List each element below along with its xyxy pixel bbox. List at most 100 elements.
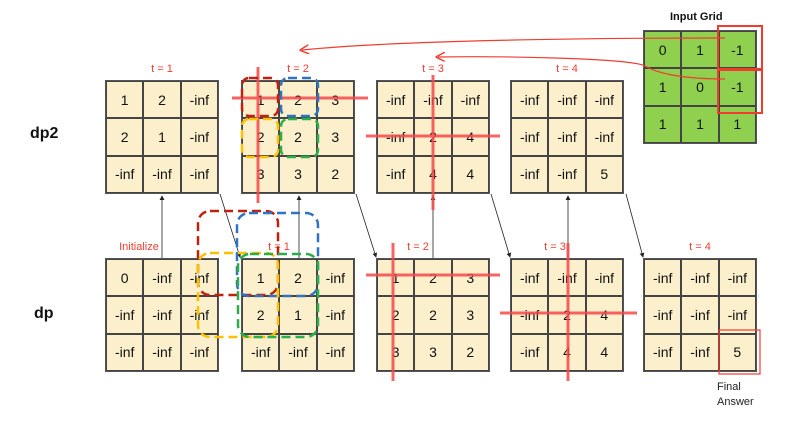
grid-cell: 2: [279, 118, 317, 156]
grid-cell: 1: [718, 105, 756, 143]
grid-cell: -inf: [143, 259, 181, 297]
grid-cell: 0: [681, 68, 719, 106]
grid-cell: -inf: [106, 155, 144, 193]
grid-cell: -inf: [143, 155, 181, 193]
grid-cell: 5: [718, 333, 756, 371]
grid-cell: 2: [242, 296, 280, 334]
grid-cell: -inf: [316, 259, 354, 297]
grid-cell: 3: [377, 333, 415, 371]
grid-cell: 4: [548, 333, 586, 371]
final-answer-note: Final Answer: [717, 380, 754, 410]
grid-cell: -inf: [180, 155, 218, 193]
input-grid-title: Input Grid: [670, 11, 723, 23]
grid-cell: 2: [316, 155, 354, 193]
grid-cell: -inf: [316, 296, 354, 334]
grid-cell: 2: [143, 81, 181, 119]
grid-cell: -inf: [180, 333, 218, 371]
grid-cell: -inf: [511, 333, 549, 371]
grid-cell: -inf: [180, 118, 218, 156]
grid-cell: 4: [451, 118, 489, 156]
grid-cell: -inf: [451, 81, 489, 119]
step-label: t = 4: [689, 241, 711, 253]
grid-cell: -inf: [548, 81, 586, 119]
grid-cell: -inf: [718, 259, 756, 297]
grid-cell: 1: [644, 68, 682, 106]
grid-cell: -inf: [585, 118, 623, 156]
grid-cell: -inf: [377, 81, 415, 119]
grid-cell: -inf: [180, 81, 218, 119]
grid-cell: -inf: [644, 333, 682, 371]
grid-cell: 1: [143, 118, 181, 156]
step-label: t = 1: [268, 241, 290, 253]
grid-cell: 3: [451, 296, 489, 334]
grid-cell: 4: [585, 296, 623, 334]
grid-cell: 4: [585, 333, 623, 371]
final-answer-line2: Answer: [717, 396, 754, 408]
grid-cell: -inf: [548, 118, 586, 156]
grid-cell: -inf: [511, 296, 549, 334]
step-label: Initialize: [119, 241, 159, 253]
grid-cell: -inf: [143, 333, 181, 371]
grid-cell: 2: [242, 118, 280, 156]
grid-cell: 2: [414, 259, 452, 297]
grid-cell: 3: [279, 155, 317, 193]
step-label: t = 1: [151, 63, 173, 75]
grid-cell: 2: [548, 296, 586, 334]
grid-cell: 2: [414, 118, 452, 156]
grid-cell: -1: [718, 31, 756, 69]
final-answer-line1: Final: [717, 381, 741, 393]
grid-cell: -inf: [377, 155, 415, 193]
grid-cell: 0: [106, 259, 144, 297]
grid-cell: 3: [451, 259, 489, 297]
grid-cell: 2: [106, 118, 144, 156]
grid-cell: -inf: [143, 296, 181, 334]
grid-cell: 4: [414, 155, 452, 193]
grid-cell: 2: [414, 296, 452, 334]
grid-cell: -inf: [718, 296, 756, 334]
grid-cell: 2: [279, 81, 317, 119]
grid-cell: 3: [316, 118, 354, 156]
grid-cell: -inf: [681, 259, 719, 297]
grid-cell: 3: [414, 333, 452, 371]
step-label: t = 3: [422, 63, 444, 75]
grid-cell: 1: [377, 259, 415, 297]
grid-cell: 1: [681, 31, 719, 69]
grid-cell: 1: [242, 259, 280, 297]
grid-cell: 1: [681, 105, 719, 143]
step-label: t = 3: [544, 241, 566, 253]
grid-cell: -inf: [511, 118, 549, 156]
grid-cell: -inf: [106, 296, 144, 334]
grid-cell: -inf: [548, 259, 586, 297]
grid-cell: -inf: [279, 333, 317, 371]
grid-cell: -inf: [180, 296, 218, 334]
grid-cell: -inf: [242, 333, 280, 371]
dp-row-label: dp: [34, 305, 54, 322]
grid-cell: 3: [242, 155, 280, 193]
grid-cell: -inf: [511, 155, 549, 193]
grid-cell: -inf: [585, 81, 623, 119]
grid-cell: 5: [585, 155, 623, 193]
grid-cell: -inf: [511, 81, 549, 119]
step-label: t = 2: [287, 63, 309, 75]
grid-cell: -inf: [644, 259, 682, 297]
step-label: t = 2: [407, 241, 429, 253]
grid-cell: -inf: [585, 259, 623, 297]
grid-cell: 4: [451, 155, 489, 193]
grid-cell: -inf: [511, 259, 549, 297]
grid-cell: 3: [316, 81, 354, 119]
grid-cell: 0: [644, 31, 682, 69]
arrow-diag-4: [625, 193, 645, 258]
grid-cell: -inf: [414, 81, 452, 119]
grid-cell: -inf: [644, 296, 682, 334]
dp2-row-label: dp2: [30, 125, 59, 142]
grid-cell: 1: [644, 105, 682, 143]
